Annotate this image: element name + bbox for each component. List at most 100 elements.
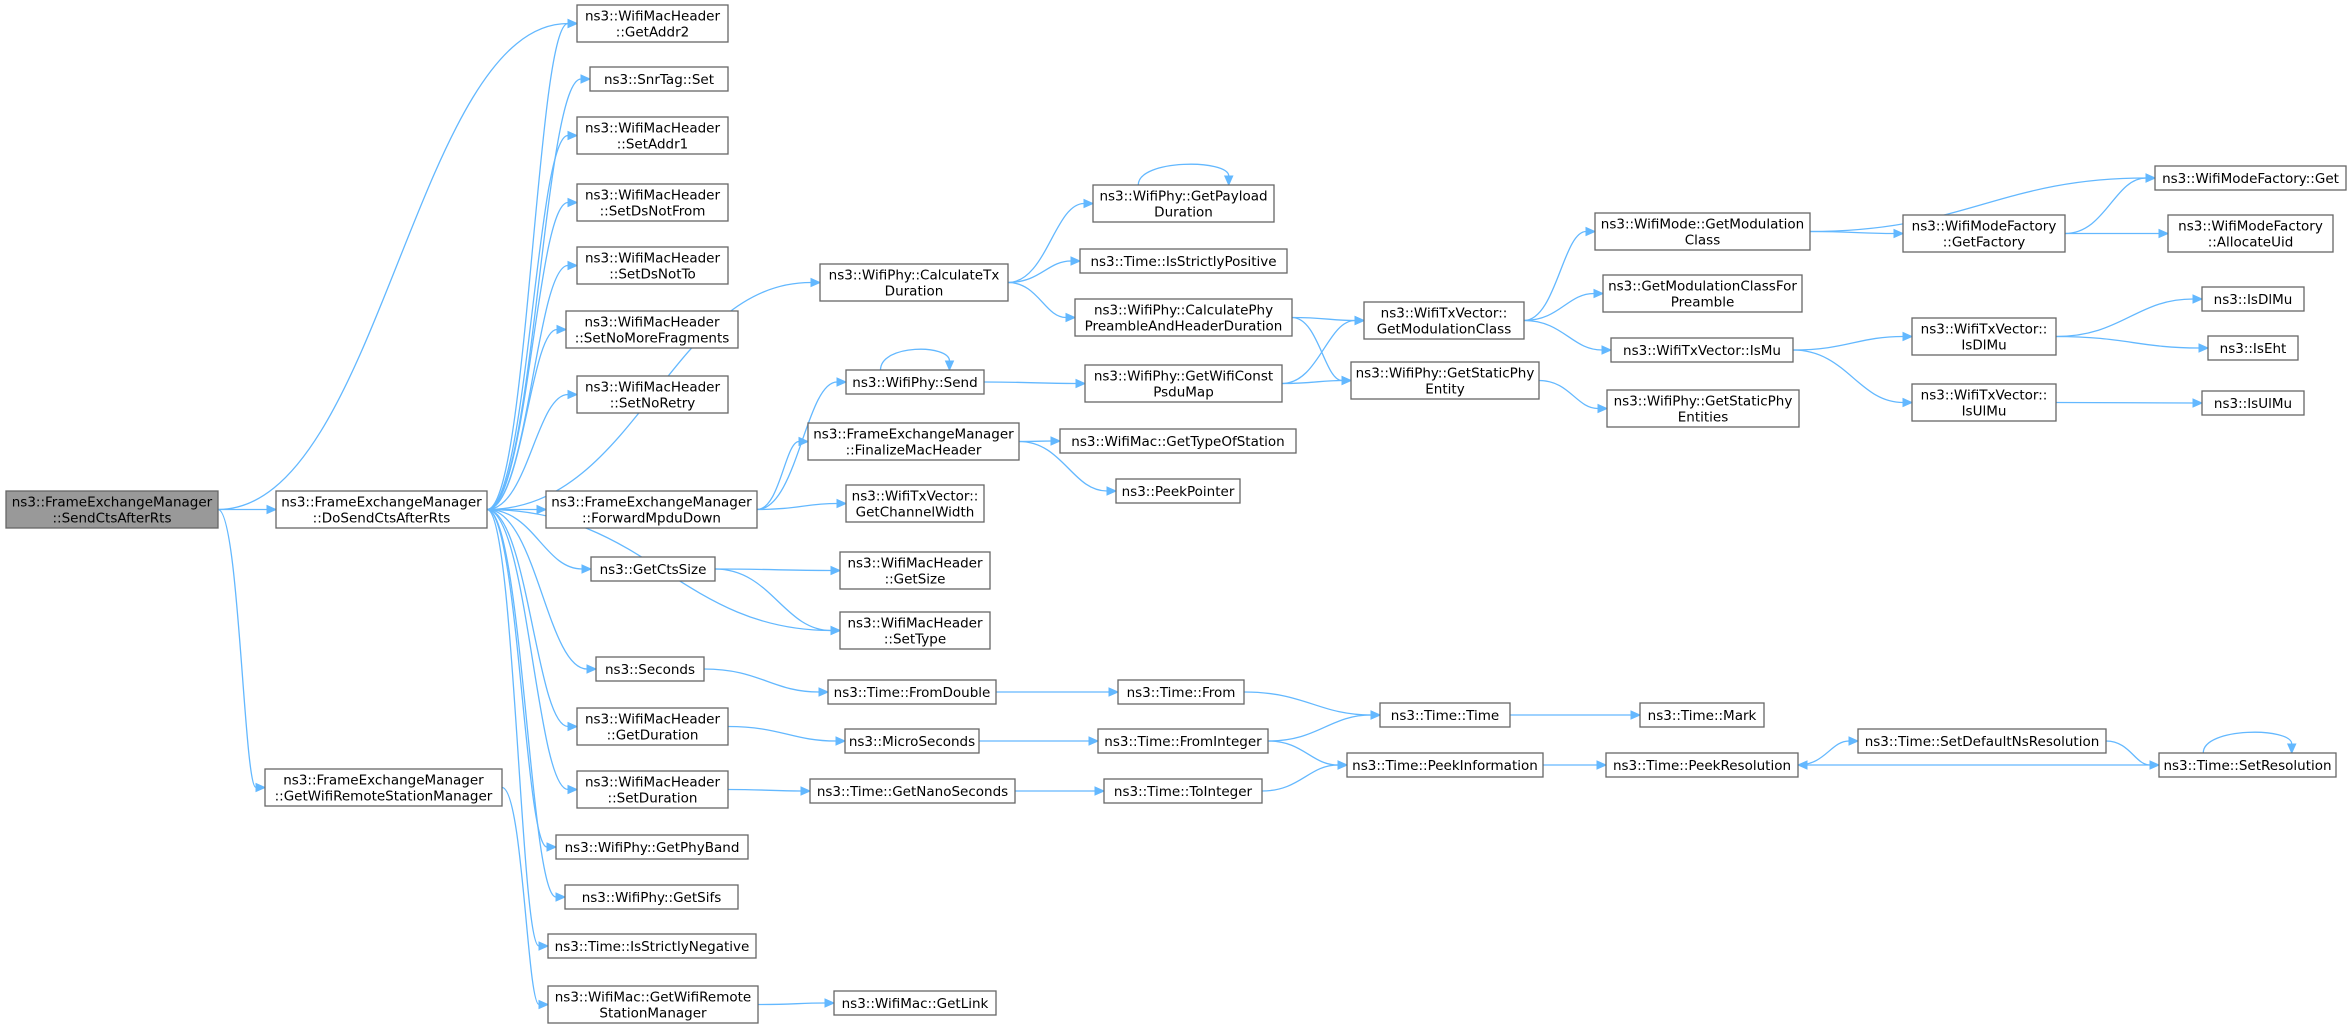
node-n41[interactable]: ns3::Time::PeekInformation: [1346, 752, 1544, 778]
node-label: ns3::WifiPhy::CalculateTx: [829, 268, 1000, 284]
node-n17[interactable]: ns3::WifiMacHeader::SetType: [839, 611, 991, 650]
node-n27[interactable]: ns3::Time::IsStrictlyPositive: [1079, 248, 1288, 274]
edge-arrowhead: [1585, 226, 1597, 237]
node-n51[interactable]: ns3::Time::SetDefaultNsResolution: [1857, 728, 2107, 754]
node-box: [1117, 679, 1245, 705]
edge-line: [2055, 401, 2194, 404]
edge-line: [1538, 379, 1599, 410]
node-n6[interactable]: ns3::WifiMacHeader::SetDsNotFrom: [576, 183, 729, 222]
node-n18[interactable]: ns3::Seconds: [595, 656, 705, 682]
node-label: ns3::Time::From: [1127, 685, 1236, 701]
node-n37[interactable]: ns3::Time::ToInteger: [1103, 778, 1263, 804]
node-label: ns3::WifiModeFactory::Get: [2162, 171, 2339, 187]
node-n33[interactable]: ns3::Time::From: [1117, 679, 1245, 705]
edge-arrowhead: [1223, 175, 1234, 187]
node-label: StationManager: [599, 1006, 707, 1022]
edge-line: [1007, 281, 1067, 319]
node-label: ns3::IsDlMu: [2214, 292, 2293, 308]
node-label: ns3::WifiPhy::GetWifiConst: [1094, 369, 1273, 385]
node-box: [1084, 364, 1283, 403]
node-n48[interactable]: ns3::WifiModeFactory::GetFactory: [1902, 214, 2066, 253]
edge-line: [703, 668, 820, 693]
node-n56[interactable]: ns3::IsUlMu: [2201, 390, 2305, 416]
node-n22[interactable]: ns3::WifiPhy::GetSifs: [564, 884, 739, 910]
edge-arrowhead: [567, 260, 579, 271]
node-n21[interactable]: ns3::WifiPhy::GetPhyBand: [555, 834, 749, 860]
node-n13[interactable]: ns3::FrameExchangeManager::ForwardMpduDo…: [545, 490, 758, 529]
node-n47[interactable]: ns3::Time::PeekResolution: [1605, 752, 1799, 778]
node-n40[interactable]: ns3::Time::Time: [1379, 702, 1511, 728]
node-label: ns3::WifiMacHeader: [585, 380, 721, 396]
node-n53[interactable]: ns3::WifiModeFactory::AllocateUid: [2167, 214, 2334, 253]
node-box: [576, 375, 729, 414]
node-n15[interactable]: ns3::GetCtsSize: [590, 556, 716, 582]
node-n1[interactable]: ns3::FrameExchangeManager::DoSendCtsAfte…: [275, 490, 488, 529]
node-n9[interactable]: ns3::WifiMacHeader::SetNoRetry: [576, 375, 729, 414]
node-box: [844, 728, 980, 754]
node-box: [1115, 478, 1241, 504]
node-label: Entities: [1678, 410, 1729, 426]
node-n57[interactable]: ns3::Time::SetResolution: [2158, 752, 2337, 778]
edge-n0-n2: [217, 508, 267, 793]
edge-arrowhead: [1893, 228, 1905, 239]
node-n11[interactable]: ns3::WifiPhy::Send: [845, 369, 985, 395]
node-label: ns3::WifiPhy::GetStaticPhy: [1614, 394, 1793, 410]
node-n14[interactable]: ns3::WifiTxVector::GetChannelWidth: [845, 484, 985, 523]
node-n3[interactable]: ns3::WifiMacHeader::GetAddr2: [576, 4, 729, 43]
node-label: ::GetFactory: [1943, 235, 2025, 251]
node-n4[interactable]: ns3::SnrTag::Set: [589, 66, 729, 92]
node-n54[interactable]: ns3::IsDlMu: [2201, 286, 2305, 312]
edge-arrowhead: [824, 998, 836, 1008]
node-n2[interactable]: ns3::FrameExchangeManager::GetWifiRemote…: [264, 768, 503, 807]
node-n19[interactable]: ns3::WifiMacHeader::GetDuration: [576, 707, 729, 746]
edge-arrowhead: [1630, 710, 1642, 720]
edge-line: [501, 786, 540, 1006]
node-n42[interactable]: ns3::WifiMode::GetModulationClass: [1594, 212, 1811, 251]
node-label: ::SendCtsAfterRts: [53, 511, 172, 527]
node-box: [1602, 274, 1803, 313]
node-n50[interactable]: ns3::WifiTxVector::IsUlMu: [1911, 383, 2057, 422]
node-label: ns3::GetCtsSize: [600, 562, 707, 578]
edge-n15-n17: [714, 568, 842, 636]
node-n31[interactable]: ns3::PeekPointer: [1115, 478, 1241, 504]
node-n49[interactable]: ns3::WifiTxVector::IsDlMu: [1911, 317, 2057, 356]
node-label: ns3::Time::PeekResolution: [1613, 758, 1791, 774]
node-n32[interactable]: ns3::Time::FromDouble: [827, 679, 997, 705]
node-n46[interactable]: ns3::Time::Mark: [1639, 702, 1765, 728]
edge-n28-n39: [1291, 316, 1353, 386]
edge-line: [879, 348, 951, 371]
node-box: [545, 490, 758, 529]
node-n55[interactable]: ns3::IsEht: [2207, 335, 2299, 361]
node-n8[interactable]: ns3::WifiMacHeader::SetNoMoreFragments: [565, 310, 739, 349]
node-n16[interactable]: ns3::WifiMacHeader::GetSize: [839, 551, 991, 590]
edge-n1-n3: [486, 18, 579, 511]
node-n20[interactable]: ns3::WifiMacHeader::SetDuration: [576, 770, 729, 809]
edge-arrowhead: [586, 664, 598, 674]
node-n52[interactable]: ns3::WifiModeFactory::Get: [2154, 165, 2347, 191]
node-n24[interactable]: ns3::WifiMac::GetWifiRemoteStationManage…: [547, 985, 759, 1024]
node-n44[interactable]: ns3::WifiTxVector::IsMu: [1610, 337, 1794, 363]
node-n38[interactable]: ns3::WifiTxVector::GetModulationClass: [1363, 301, 1525, 340]
node-label: ns3::WifiMac::GetLink: [842, 996, 989, 1012]
node-n25[interactable]: ns3::WifiMac::GetLink: [833, 990, 997, 1016]
edge-n1-n15: [486, 508, 593, 574]
node-n12[interactable]: ns3::FrameExchangeManager::FinalizeMacHe…: [807, 422, 1020, 461]
node-n28[interactable]: ns3::WifiPhy::CalculatePhyPreambleAndHea…: [1074, 298, 1293, 337]
node-n35[interactable]: ns3::Time::FromInteger: [1097, 728, 1269, 754]
node-n30[interactable]: ns3::WifiMac::GetTypeOfStation: [1059, 428, 1297, 454]
edge-line: [217, 22, 569, 511]
edge-line: [1007, 202, 1085, 284]
node-n36[interactable]: ns3::Time::GetNanoSeconds: [809, 778, 1016, 804]
node-label: IsUlMu: [1962, 404, 2007, 420]
node-n34[interactable]: ns3::MicroSeconds: [844, 728, 980, 754]
node-n5[interactable]: ns3::WifiMacHeader::SetAddr1: [576, 116, 729, 155]
edge-n36-n37: [1014, 786, 1106, 796]
node-n23[interactable]: ns3::Time::IsStrictlyNegative: [547, 933, 757, 959]
node-n7[interactable]: ns3::WifiMacHeader::SetDsNotTo: [576, 246, 729, 285]
